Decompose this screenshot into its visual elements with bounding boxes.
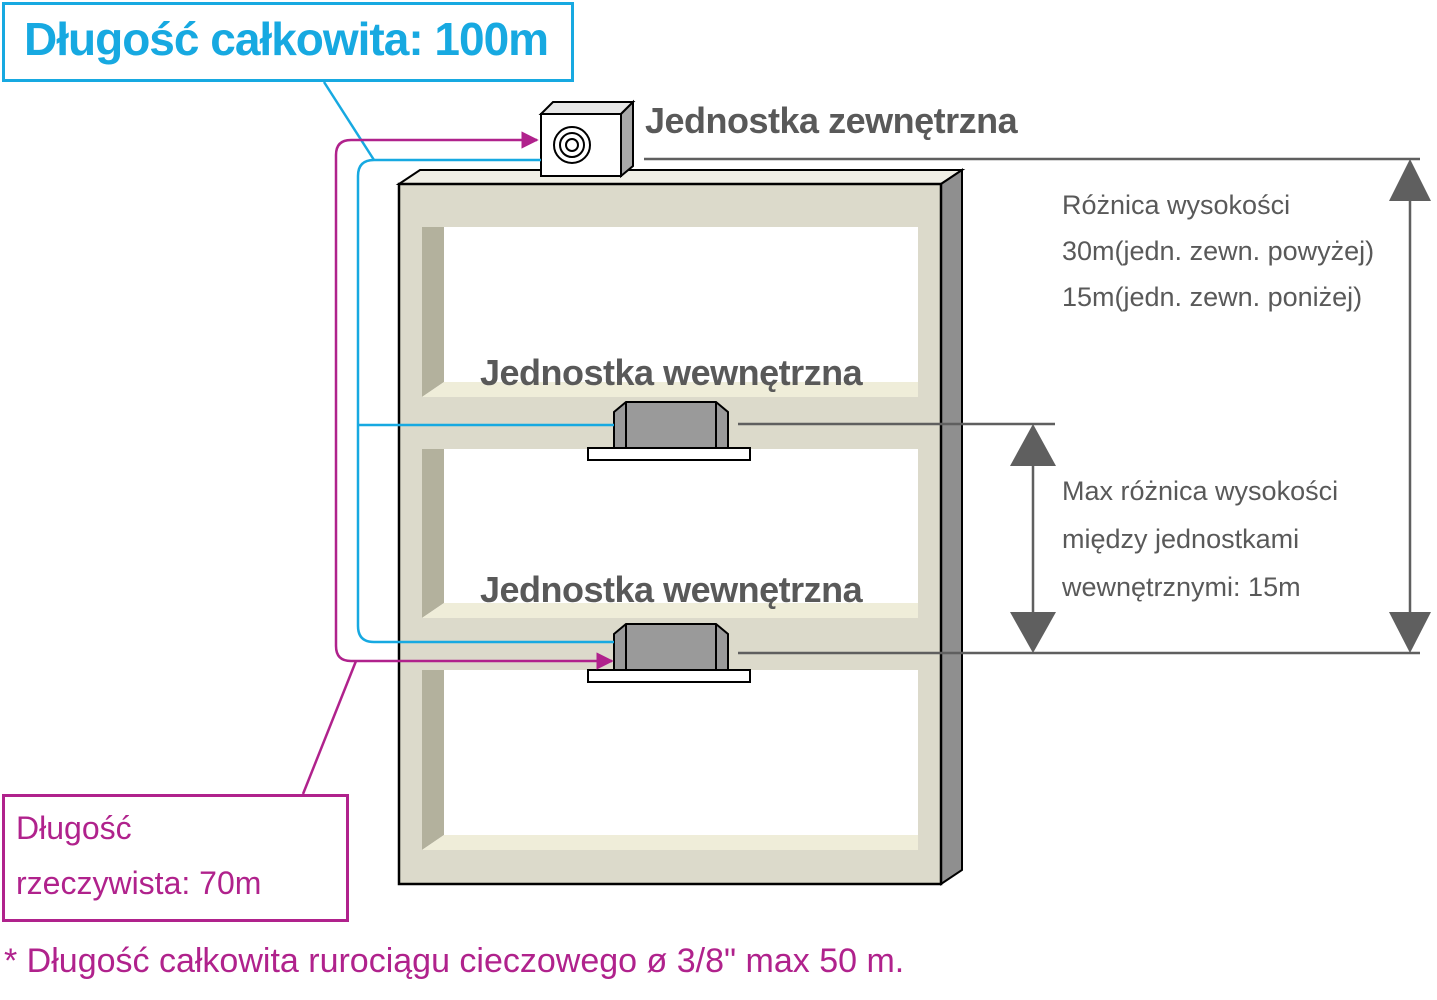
actual-length-label-line1: Długość xyxy=(16,810,132,846)
actual-length-pipe xyxy=(301,131,614,795)
dimension-lines xyxy=(644,157,1420,655)
height-difference-above: 30m(jedn. zewn. powyżej) xyxy=(1062,236,1375,266)
indoor-height-difference-line2: między jednostkami xyxy=(1062,524,1300,554)
building-side-wall xyxy=(940,168,963,886)
height-difference-below: 15m(jedn. zewn. poniżej) xyxy=(1062,282,1363,312)
total-length-pipe xyxy=(322,81,614,644)
indoor-unit-lower xyxy=(587,623,751,683)
indoor-unit-lower-label: Jednostka wewnętrzna xyxy=(480,569,863,610)
building-roof xyxy=(395,169,966,185)
floor-middle xyxy=(422,449,918,618)
indoor-height-difference-line1: Max różnica wysokości xyxy=(1062,476,1339,506)
indoor-unit-upper xyxy=(587,401,751,461)
actual-length-label-line2: rzeczywista: 70m xyxy=(16,865,262,901)
liquid-pipe-footnote: * Długość całkowita rurociągu cieczowego… xyxy=(4,942,905,980)
building xyxy=(395,168,966,886)
total-length-label: Długość całkowita: 100m xyxy=(24,13,549,65)
height-difference-title: Różnica wysokości xyxy=(1062,190,1291,220)
indoor-unit-upper-label: Jednostka wewnętrzna xyxy=(480,352,863,393)
outdoor-fan-icon xyxy=(553,126,591,164)
total-length-box xyxy=(2,2,574,82)
indoor-height-difference-line3: wewnętrznymi: 15m xyxy=(1062,572,1301,602)
floor-upper xyxy=(422,227,918,397)
arrow-down-icon xyxy=(1389,612,1431,653)
arrow-up-icon xyxy=(1010,424,1056,466)
actual-length-box xyxy=(2,794,349,922)
floor-lower xyxy=(422,670,918,850)
arrow-up-icon xyxy=(1389,159,1431,201)
dimension-arrows xyxy=(1010,159,1431,653)
arrow-down-icon xyxy=(1010,612,1056,653)
outdoor-unit xyxy=(538,99,636,179)
outdoor-unit-label: Jednostka zewnętrzna xyxy=(645,100,1018,141)
